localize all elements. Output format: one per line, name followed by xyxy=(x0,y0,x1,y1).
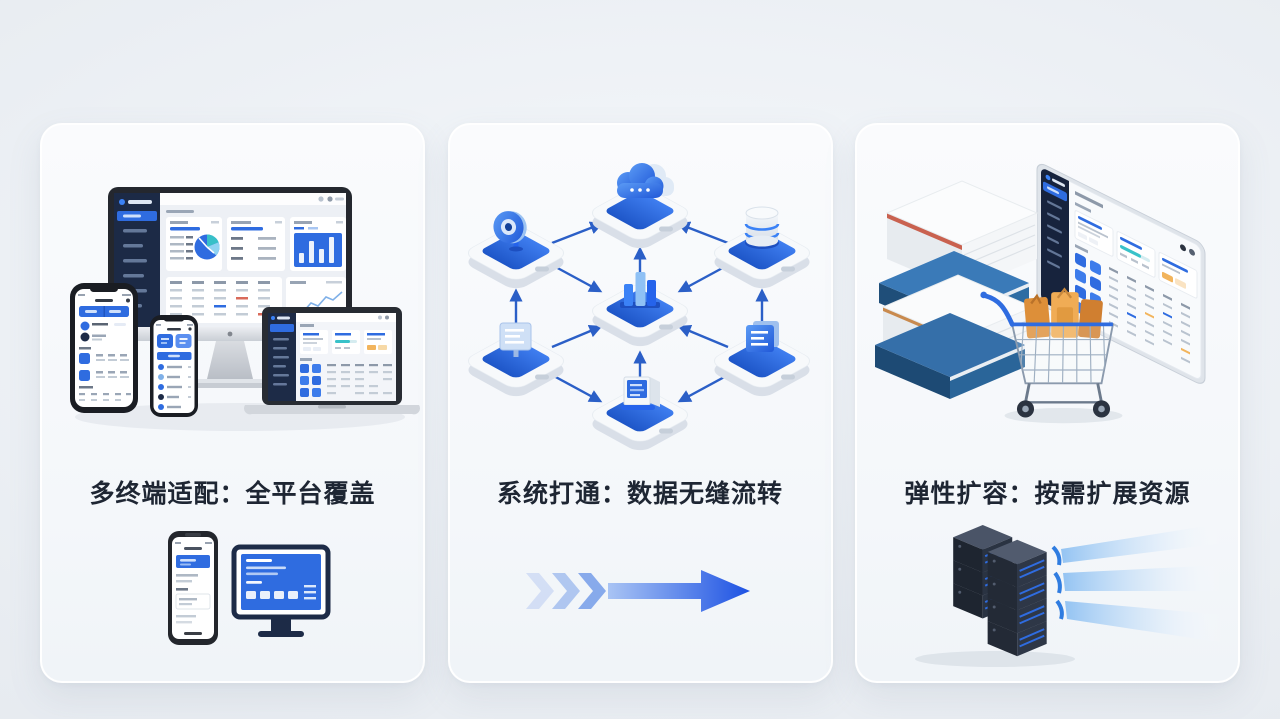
arrow-right-icon xyxy=(525,570,750,612)
mini-devices-illustration xyxy=(40,521,425,671)
phone-grid-1 xyxy=(79,353,129,364)
connection-arrows xyxy=(508,221,769,403)
flow-arrow-illustration xyxy=(448,521,833,671)
card-multi-terminal: 多终端适配：全平台覆盖 xyxy=(40,123,425,683)
stat-card-pie xyxy=(166,217,222,271)
panel-cards xyxy=(1074,210,1198,299)
connected-nodes-illustration xyxy=(448,125,833,463)
feature-cards-row: 多终端适配：全平台覆盖 xyxy=(40,123,1240,683)
phone-grid-2 xyxy=(79,370,129,381)
card-elastic-scaling: 弹性扩容：按需扩展资源 xyxy=(855,123,1240,683)
database-icon xyxy=(744,206,779,249)
node-database xyxy=(713,206,810,289)
server-beams-illustration xyxy=(855,521,1240,671)
phone-center xyxy=(150,315,198,417)
books-cart-dashboard-illustration xyxy=(855,125,1240,463)
stat-card-list xyxy=(227,217,285,271)
server-beams-svg xyxy=(915,523,1225,667)
smartphone-icon xyxy=(168,531,218,645)
books-stack xyxy=(875,180,1039,399)
disc-gauge-icon xyxy=(492,211,527,252)
server-rack-icon xyxy=(953,525,1047,657)
mini-devices-svg xyxy=(168,531,331,645)
computer-icon xyxy=(620,376,660,410)
monitor-icon xyxy=(231,544,331,637)
cart-handle xyxy=(983,293,1015,327)
cart-grid xyxy=(1012,324,1113,384)
light-beam-icon xyxy=(1051,523,1225,643)
book-blue-2 xyxy=(875,313,1025,399)
node-chart xyxy=(591,272,688,347)
connected-nodes-svg xyxy=(467,163,810,451)
logo-mark xyxy=(227,331,233,337)
books-cart-dashboard-svg xyxy=(875,163,1206,424)
phone-left xyxy=(70,283,138,413)
node-document-blue xyxy=(713,321,810,397)
shopping-cart xyxy=(980,287,1123,424)
server-tower-front xyxy=(987,539,1047,657)
laptop-table xyxy=(327,364,392,395)
node-computer xyxy=(591,376,688,451)
card-caption: 多终端适配：全平台覆盖 xyxy=(89,480,376,508)
document-blue-icon xyxy=(745,321,779,352)
card-caption: 系统打通：数据无缝流转 xyxy=(496,480,783,508)
node-disc xyxy=(467,211,564,289)
laptop-base xyxy=(243,405,421,415)
orange-bags xyxy=(1024,287,1103,339)
card-caption: 弹性扩容：按需扩展资源 xyxy=(904,480,1191,508)
device-cluster-illustration xyxy=(40,125,425,463)
monitor-stand xyxy=(207,341,253,379)
stat-card-bars xyxy=(290,217,346,271)
phone-list xyxy=(158,364,191,410)
laptop-stat-cards xyxy=(300,330,392,354)
flow-arrow-svg xyxy=(525,570,750,612)
tilted-dashboard xyxy=(1036,163,1206,384)
device-cluster-svg xyxy=(70,187,421,431)
cloud-icon xyxy=(616,163,674,198)
node-document-light xyxy=(467,322,564,397)
dashboard-topbar xyxy=(160,193,346,205)
bar-chart-icon xyxy=(619,272,660,308)
laptop-action-grid xyxy=(300,364,321,397)
document-light-icon xyxy=(499,322,531,357)
node-cloud xyxy=(591,163,688,249)
card-system-integration: 系统打通：数据无缝流转 xyxy=(447,123,833,683)
laptop xyxy=(243,307,421,415)
